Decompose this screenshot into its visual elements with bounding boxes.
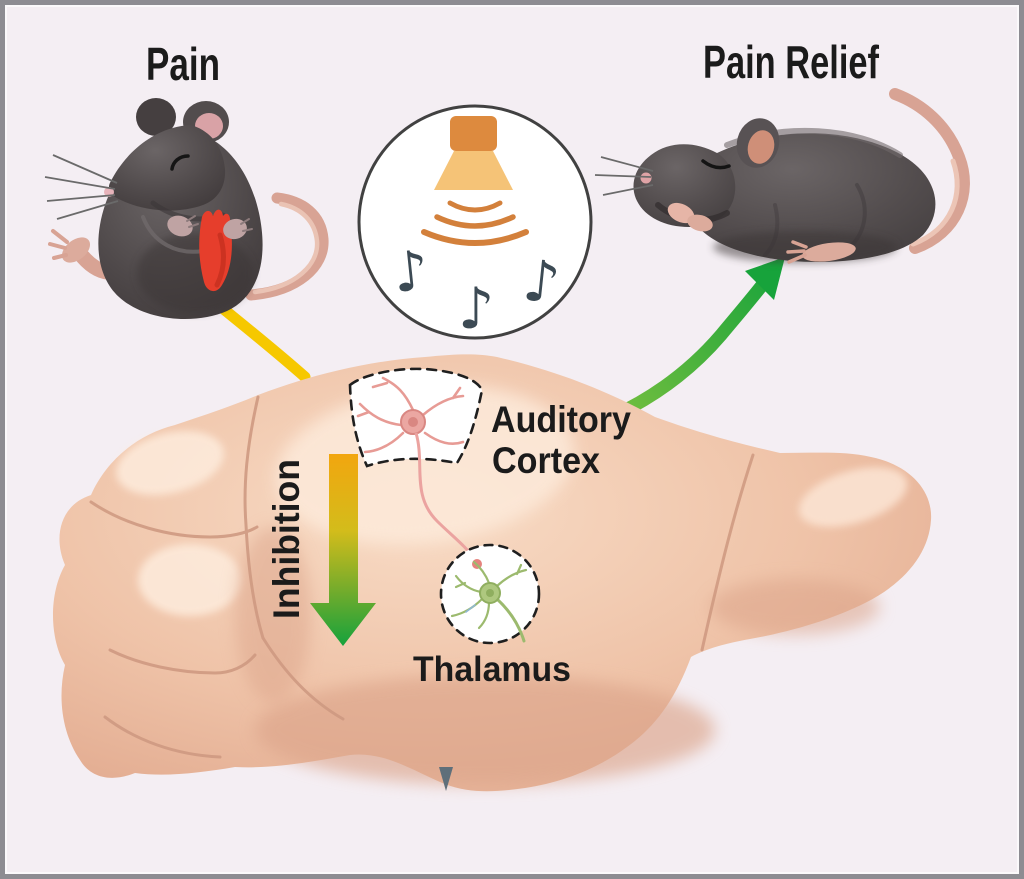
relief-mouse-illustration [594,88,970,264]
frontal-under-shadow [710,579,880,635]
cerebellum-highlight-top [116,430,224,496]
cerebellum-highlight-mid [138,544,242,616]
frontal-lobe-highlight [798,467,908,527]
pain-mouse-illustration [44,98,329,320]
cortex-neuron-nucleus [408,417,418,427]
speaker-icon [450,116,497,151]
mouse-tail [245,192,329,301]
brain-illustration [52,354,932,792]
cortex-neuron-icon [356,376,465,454]
inflamed-paw-shade [214,232,227,288]
mouse-whiskers [44,154,119,220]
auditory-cortex-label-line1: Auditory [491,399,631,440]
brain-creases [89,395,755,759]
pain-relief-label: Pain Relief [703,36,879,88]
auditory-cortex-label-line2: Cortex [492,440,600,481]
music-note-icon: ♪ [520,248,563,317]
brain-bottom-shadow [255,675,715,785]
music-note-icon: ♪ [458,276,494,342]
relief-arrowhead [745,257,785,300]
mouse-closed-eye [701,159,731,170]
sound-wave-3 [421,229,529,246]
mouse-chest-highlight [141,215,205,254]
music-note-icon: ♪ [390,238,432,305]
inhibition-arrow [310,454,376,646]
sound-circle-outline [357,104,593,340]
mouse-belly-shade [137,233,253,313]
mouse-closed-eye [170,154,190,171]
mouse-whiskers [594,156,654,196]
mouse-ear-far [136,98,176,136]
mouse-tail-highlight [252,201,320,295]
mouse-hind-foot [61,237,91,263]
mouse-front-paw [687,214,713,232]
thalamus-label: Thalamus [413,650,571,689]
speaker-horn [434,151,513,190]
pain-label: Pain [146,38,220,90]
sound-wave-1 [447,200,503,213]
mouse-nose [640,172,652,184]
mouse-shoulder-crease [763,203,780,257]
cortex-axon-path [414,432,477,561]
thalamus-neuron-nucleus [486,589,494,597]
mouse-tail-highlight [910,158,960,247]
mouse-tail [889,88,970,254]
auditory-cortex-region [348,367,484,561]
mouse-ear-inner [747,130,775,164]
cerebellum-shadow [235,527,311,703]
mouse-front-paw [667,202,695,224]
mouse-toes [786,240,808,264]
mouse-hip-crease [850,183,867,247]
sound-circle: ♪ ♪ ♪ [357,104,593,342]
mouse-toes [48,229,69,260]
pain-relief-diagram: ♪ ♪ ♪ [44,36,970,792]
mouse-claws [186,215,253,232]
brainstem-spike [439,767,453,791]
thalamus-region [439,543,541,645]
thalamus-neuron-icon [450,560,528,643]
mouse-head [108,125,226,211]
inhibition-label: Inhibition [266,459,307,619]
sound-wave-2 [434,214,516,229]
mouse-hind-foot [802,242,856,262]
